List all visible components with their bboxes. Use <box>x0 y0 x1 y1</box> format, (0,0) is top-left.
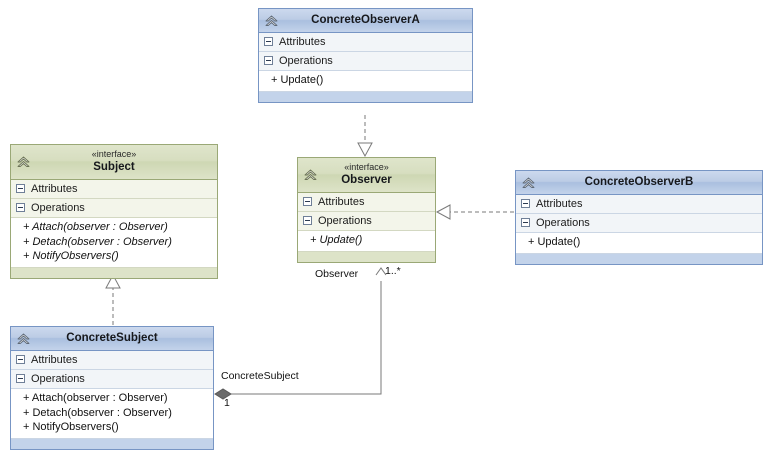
section-attributes[interactable]: Attributes <box>298 193 435 212</box>
edge-label-observer-role: Observer <box>315 268 359 280</box>
collapse-minus-icon[interactable] <box>521 218 530 227</box>
class-chevron-icon <box>521 175 536 190</box>
class-footer <box>516 253 762 264</box>
section-operations[interactable]: Operations <box>516 214 762 233</box>
operation-item: + Update() <box>310 234 363 246</box>
class-name: ConcreteSubject <box>66 332 158 344</box>
collapse-minus-icon[interactable] <box>16 184 25 193</box>
section-attributes[interactable]: Attributes <box>11 351 213 370</box>
operation-item: + Update() <box>271 74 324 86</box>
class-chevron-icon <box>303 168 318 183</box>
class-header: «interface» Observer <box>298 158 435 193</box>
class-box-subject[interactable]: «interface» Subject Attributes Operation… <box>10 144 218 279</box>
section-operations[interactable]: Operations <box>11 199 217 218</box>
class-header: ConcreteObserverA <box>259 9 472 33</box>
class-header: «interface» Subject <box>11 145 217 180</box>
class-chevron-icon <box>264 13 279 28</box>
class-box-concrete-subject[interactable]: ConcreteSubject Attributes Operations + … <box>10 326 214 450</box>
class-name: Observer <box>341 174 392 186</box>
operations-member-list: + Attach(observer : Observer) + Detach(o… <box>11 218 217 268</box>
edge-label-observer-multiplicity: 1..* <box>385 265 401 277</box>
operations-member-list: + Attach(observer : Observer) + Detach(o… <box>11 389 213 439</box>
edge-label-concrete-subject-role: ConcreteSubject <box>221 370 299 382</box>
section-label: Attributes <box>31 354 78 366</box>
section-label: Attributes <box>31 183 78 195</box>
collapse-minus-icon[interactable] <box>303 216 312 225</box>
section-label: Operations <box>318 215 372 227</box>
operations-member-list: + Update() <box>259 71 472 92</box>
open-arrowhead <box>375 267 387 276</box>
class-box-concrete-observer-b[interactable]: ConcreteObserverB Attributes Operations … <box>515 170 763 265</box>
section-label: Attributes <box>318 196 365 208</box>
collapse-minus-icon[interactable] <box>303 197 312 206</box>
collapse-minus-icon[interactable] <box>521 199 530 208</box>
collapse-minus-icon[interactable] <box>16 374 25 383</box>
filled-diamond-end <box>214 388 232 400</box>
collapse-minus-icon[interactable] <box>16 355 25 364</box>
class-header: ConcreteSubject <box>11 327 213 351</box>
edge-concrete-subject-to-observer <box>214 267 387 400</box>
collapse-minus-icon[interactable] <box>264 56 273 65</box>
edge-concrete-observer-a-to-observer <box>357 115 373 158</box>
operation-item: + Detach(observer : Observer) <box>23 406 172 419</box>
collapse-minus-icon[interactable] <box>16 203 25 212</box>
section-attributes[interactable]: Attributes <box>259 33 472 52</box>
collapse-minus-icon[interactable] <box>264 37 273 46</box>
operation-item: + Attach(observer : Observer) <box>23 392 168 404</box>
operation-item: + Detach(observer : Observer) <box>23 235 172 248</box>
section-operations[interactable]: Operations <box>259 52 472 71</box>
class-chevron-icon <box>16 155 31 170</box>
edge-concrete-observer-b-to-observer <box>435 204 514 220</box>
edge-label-concrete-subject-multiplicity: 1 <box>224 397 230 409</box>
section-attributes[interactable]: Attributes <box>516 195 762 214</box>
edge-line <box>230 281 382 395</box>
operations-member-list: + Update() <box>298 231 435 252</box>
edge-concrete-subject-to-subject <box>105 273 121 325</box>
hollow-triangle-arrowhead <box>105 273 121 289</box>
section-label: Attributes <box>536 198 583 210</box>
hollow-triangle-arrowhead <box>435 204 451 220</box>
hollow-triangle-arrowhead <box>357 142 373 158</box>
class-name: Subject <box>93 161 135 173</box>
class-header: ConcreteObserverB <box>516 171 762 195</box>
operations-member-list: + Update() <box>516 233 762 254</box>
operation-item: + Update() <box>528 236 581 248</box>
class-chevron-icon <box>16 331 31 346</box>
class-stereotype: «interface» <box>91 149 137 159</box>
section-label: Operations <box>536 217 590 229</box>
section-label: Attributes <box>279 36 326 48</box>
class-box-concrete-observer-a[interactable]: ConcreteObserverA Attributes Operations … <box>258 8 473 103</box>
operation-item: + NotifyObservers() <box>23 250 119 262</box>
class-footer <box>11 438 213 449</box>
class-footer <box>298 251 435 262</box>
section-operations[interactable]: Operations <box>11 370 213 389</box>
class-footer <box>259 91 472 102</box>
class-name: ConcreteObserverA <box>311 14 420 26</box>
operation-item: + NotifyObservers() <box>23 421 119 433</box>
operation-item: + Attach(observer : Observer) <box>23 221 168 233</box>
section-label: Operations <box>31 373 85 385</box>
section-label: Operations <box>279 55 333 67</box>
section-attributes[interactable]: Attributes <box>11 180 217 199</box>
section-operations[interactable]: Operations <box>298 212 435 231</box>
section-label: Operations <box>31 202 85 214</box>
class-box-observer[interactable]: «interface» Observer Attributes Operatio… <box>297 157 436 263</box>
class-name: ConcreteObserverB <box>584 176 694 188</box>
class-stereotype: «interface» <box>344 162 389 172</box>
class-footer <box>11 267 217 278</box>
